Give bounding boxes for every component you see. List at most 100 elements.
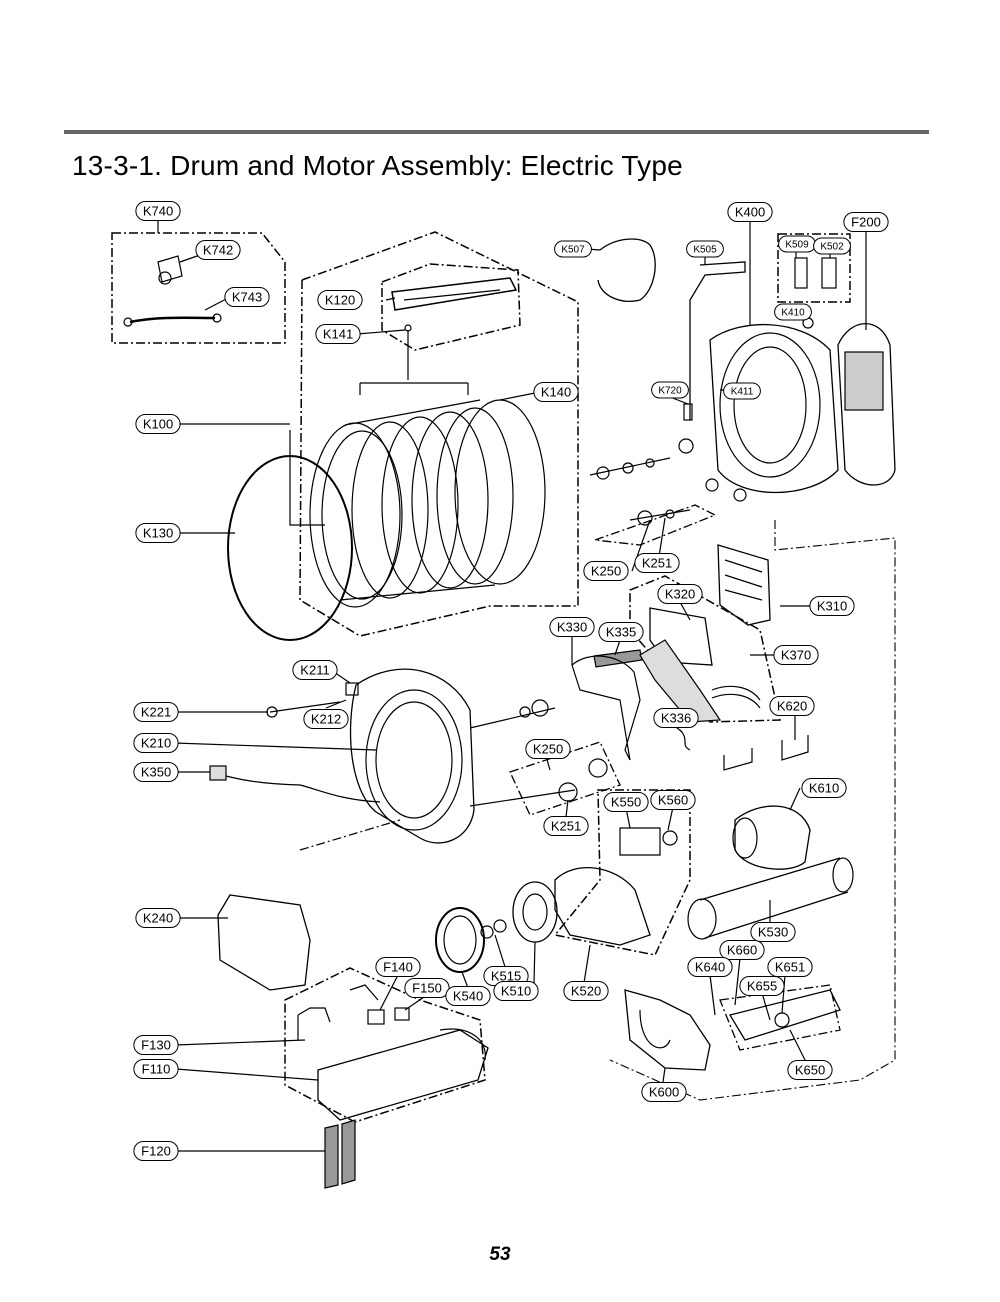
part-label-text: F120 bbox=[141, 1144, 171, 1159]
part-label-capsule bbox=[723, 382, 761, 400]
part-label: F120 bbox=[133, 1141, 179, 1161]
part-label-text: K660 bbox=[727, 943, 757, 958]
part-label-text: K310 bbox=[817, 599, 847, 614]
part-label: K610 bbox=[801, 778, 847, 798]
part-label-capsule bbox=[133, 1141, 179, 1161]
part-label-capsule bbox=[133, 733, 179, 753]
part-label: K600 bbox=[641, 1082, 687, 1102]
part-label: K120 bbox=[317, 290, 363, 310]
part-label-capsule bbox=[813, 237, 851, 255]
part-label-text: K530 bbox=[758, 925, 788, 940]
part-label-text: K335 bbox=[606, 625, 636, 640]
part-label: K411 bbox=[723, 382, 761, 400]
part-label-capsule bbox=[653, 708, 699, 728]
part-label: F200 bbox=[843, 212, 889, 232]
part-label-text: F110 bbox=[142, 1062, 171, 1077]
part-label-capsule bbox=[809, 596, 855, 616]
part-label: K651 bbox=[767, 957, 813, 977]
part-label-capsule bbox=[533, 382, 579, 402]
part-label: F130 bbox=[133, 1035, 179, 1055]
part-label: K410 bbox=[774, 303, 812, 321]
part-label: K251 bbox=[634, 553, 680, 573]
part-label-capsule bbox=[651, 381, 689, 399]
part-label-text: K509 bbox=[785, 240, 809, 251]
part-label-text: K400 bbox=[735, 205, 765, 220]
part-label-capsule bbox=[135, 523, 181, 543]
part-label-text: K720 bbox=[658, 386, 682, 397]
part-label-text: K240 bbox=[143, 911, 173, 926]
part-label: K370 bbox=[773, 645, 819, 665]
part-label-capsule bbox=[317, 290, 363, 310]
part-label-capsule bbox=[135, 908, 181, 928]
part-label-capsule bbox=[603, 792, 649, 812]
part-label-capsule bbox=[657, 584, 703, 604]
part-label: K509 bbox=[778, 235, 816, 253]
part-label-text: K742 bbox=[203, 243, 233, 258]
part-label-text: K120 bbox=[325, 293, 355, 308]
part-label: K507 bbox=[554, 240, 592, 258]
part-label: K743 bbox=[224, 287, 270, 307]
part-label-capsule bbox=[774, 303, 812, 321]
part-label: K130 bbox=[135, 523, 181, 543]
part-label-text: K655 bbox=[747, 979, 777, 994]
part-label-capsule bbox=[493, 981, 539, 1001]
part-label: F150 bbox=[404, 978, 450, 998]
part-label: K650 bbox=[787, 1060, 833, 1080]
page-title: 13-3-1. Drum and Motor Assembly: Electri… bbox=[72, 150, 683, 181]
part-label-text: K130 bbox=[143, 526, 173, 541]
part-label-text: F140 bbox=[383, 960, 413, 975]
part-label: K100 bbox=[135, 414, 181, 434]
part-label: K550 bbox=[603, 792, 649, 812]
part-label-text: K600 bbox=[649, 1085, 679, 1100]
part-label-text: K250 bbox=[591, 564, 621, 579]
part-label-text: K740 bbox=[143, 204, 173, 219]
part-label-capsule bbox=[773, 645, 819, 665]
part-label-text: K507 bbox=[561, 245, 585, 256]
part-label-capsule bbox=[315, 324, 361, 344]
part-label-capsule bbox=[563, 981, 609, 1001]
part-label-text: K320 bbox=[665, 587, 695, 602]
header-rule bbox=[64, 130, 929, 134]
part-label-text: K515 bbox=[491, 969, 521, 984]
part-label: K505 bbox=[686, 240, 724, 258]
part-label-capsule bbox=[195, 240, 241, 260]
part-label-text: K100 bbox=[143, 417, 173, 432]
part-label-text: K650 bbox=[795, 1063, 825, 1078]
part-label-text: K251 bbox=[642, 556, 672, 571]
part-label-text: K520 bbox=[571, 984, 601, 999]
part-label-text: K251 bbox=[551, 819, 581, 834]
part-label: K212 bbox=[303, 709, 349, 729]
part-label: K742 bbox=[195, 240, 241, 260]
part-label-capsule bbox=[303, 709, 349, 729]
part-label-capsule bbox=[549, 617, 595, 637]
part-label: K660 bbox=[719, 940, 765, 960]
part-label: K740 bbox=[135, 201, 181, 221]
part-label-capsule bbox=[719, 940, 765, 960]
part-label: K250 bbox=[583, 561, 629, 581]
part-label-capsule bbox=[641, 1082, 687, 1102]
part-label-text: K350 bbox=[141, 765, 171, 780]
part-label-text: K651 bbox=[775, 960, 805, 975]
part-label-text: F130 bbox=[141, 1038, 171, 1053]
part-label-capsule bbox=[133, 1059, 179, 1079]
part-label: K310 bbox=[809, 596, 855, 616]
part-label: K350 bbox=[133, 762, 179, 782]
part-label-capsule bbox=[133, 762, 179, 782]
part-label-capsule bbox=[525, 739, 571, 759]
part-label: K320 bbox=[657, 584, 703, 604]
part-label-text: K743 bbox=[232, 290, 262, 305]
part-label-capsule bbox=[224, 287, 270, 307]
part-label-text: K210 bbox=[141, 736, 171, 751]
part-label-text: K140 bbox=[541, 385, 571, 400]
part-label: K141 bbox=[315, 324, 361, 344]
part-label: K330 bbox=[549, 617, 595, 637]
part-label: K250 bbox=[525, 739, 571, 759]
part-label-capsule bbox=[404, 978, 450, 998]
part-label: K502 bbox=[813, 237, 851, 255]
part-label-capsule bbox=[843, 212, 889, 232]
part-label: K221 bbox=[133, 702, 179, 722]
part-label-text: K410 bbox=[781, 308, 805, 319]
part-label: K530 bbox=[750, 922, 796, 942]
